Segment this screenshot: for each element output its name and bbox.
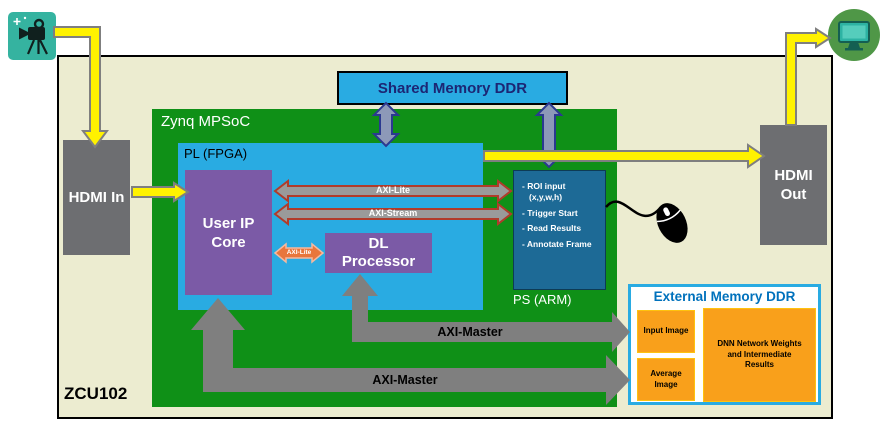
axi-master-dl-label: AXI-Master — [437, 325, 503, 339]
shared-memory-ddr: Shared Memory DDR — [337, 71, 568, 105]
axi-lite-dl-label: AXI-Lite — [286, 249, 312, 256]
average-image-block: Average Image — [637, 358, 695, 401]
external-memory-ddr-title: External Memory DDR — [653, 289, 796, 304]
ps-task-annotate: Annotate Frame — [522, 239, 599, 250]
dl-processor-block: DL Processor — [325, 233, 432, 273]
hdmi-in-block: HDMI In — [63, 140, 130, 255]
input-image-block: Input Image — [637, 310, 695, 353]
ps-task-trigger: Trigger Start — [522, 208, 599, 219]
monitor-icon — [827, 8, 881, 62]
pl-fpga-label: PL (FPGA) — [184, 146, 248, 161]
camera-icon — [8, 12, 56, 60]
hdmi-out-block: HDMI Out — [760, 125, 827, 245]
ps-arm-label: PS (ARM) — [513, 292, 572, 307]
axi-lite-label: AXI-Lite — [375, 185, 410, 195]
dnn-weights-block: DNN Network Weights and Intermediate Res… — [703, 308, 816, 402]
axi-master-ip-label: AXI-Master — [372, 373, 438, 387]
ps-arm-block: ROI input (x,y,w,h) Trigger Start Read R… — [513, 170, 606, 290]
dl-processor-label: DL Processor — [341, 235, 416, 270]
zynq-mpsoc-label: Zynq MPSoC — [161, 113, 251, 130]
user-ip-core-label: User IP Core — [202, 214, 255, 251]
axi-stream-label: AXI-Stream — [368, 208, 418, 218]
user-ip-core-block: User IP Core — [185, 170, 272, 295]
ps-task-roi: ROI input (x,y,w,h) — [522, 181, 599, 204]
ps-task-read: Read Results — [522, 223, 599, 234]
zcu102-label: ZCU102 — [64, 384, 128, 403]
